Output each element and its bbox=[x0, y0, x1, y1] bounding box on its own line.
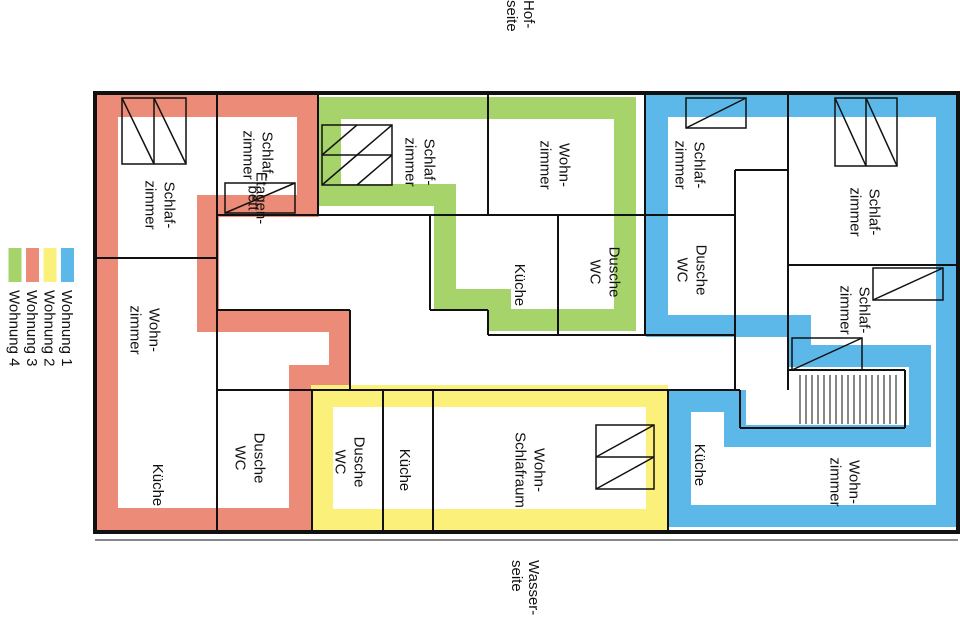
legend-swatch bbox=[43, 248, 57, 282]
staircase bbox=[799, 375, 897, 424]
room-label-line: zimmer bbox=[671, 140, 688, 189]
room-label: DuscheWC bbox=[673, 245, 709, 296]
room-label-line: Schlaf- bbox=[855, 287, 872, 334]
room-label: Küche bbox=[511, 264, 528, 307]
room-label-line: zimmer bbox=[536, 140, 553, 189]
room-label-line: Wohn- bbox=[845, 460, 862, 504]
room-label: Schlaf-zimmer bbox=[401, 137, 437, 186]
room-label: Schlaf-zimmer bbox=[141, 180, 177, 229]
room-label-line: WC bbox=[231, 446, 248, 471]
beds bbox=[121, 97, 944, 490]
label-line: seite bbox=[508, 560, 525, 592]
orientation-bottom: Wasser- seite bbox=[508, 560, 542, 619]
label-line: seite bbox=[503, 0, 520, 32]
room-label-line: Schlafraum bbox=[511, 432, 528, 508]
room-label: Wohn-zimmer bbox=[826, 457, 862, 506]
room-label-line: zimmer bbox=[826, 457, 843, 506]
room-label-line: WC bbox=[673, 258, 690, 283]
label-line: Wasser- bbox=[525, 560, 542, 615]
room-label-line: zimmer bbox=[126, 305, 143, 354]
room-label-line: zimmer bbox=[141, 180, 158, 229]
room-label: DuscheWC bbox=[331, 437, 367, 488]
room-label-line: Küche bbox=[511, 264, 528, 307]
room-label: Küche bbox=[396, 449, 413, 492]
room-label-line: bett bbox=[245, 185, 262, 211]
room-label-line: Schlaf- bbox=[865, 189, 882, 236]
room-label: Wohn-Schlafraum bbox=[511, 432, 547, 508]
room-label-line: Wohn- bbox=[145, 308, 162, 352]
room-label: Schlaf-zimmer bbox=[239, 130, 275, 179]
room-label-line: Dusche bbox=[250, 433, 267, 484]
room-label-line: Schlaf- bbox=[420, 139, 437, 186]
band-wohnung-2 bbox=[311, 385, 668, 531]
room-label-line: zimmer bbox=[836, 285, 853, 334]
room-label-line: Dusche bbox=[350, 437, 367, 488]
room-label: Schlaf-zimmer bbox=[846, 187, 882, 236]
label-line: Hof- bbox=[520, 0, 537, 28]
room-label-line: Etagen- bbox=[253, 172, 270, 225]
room-label-line: WC bbox=[586, 260, 603, 285]
room-label: DuscheWC bbox=[231, 433, 267, 484]
room-label-line: WC bbox=[331, 450, 348, 475]
walls bbox=[93, 91, 960, 541]
room-label-line: Schlaf- bbox=[258, 132, 275, 179]
room-label: Küche bbox=[149, 464, 166, 507]
room-label-line: Dusche bbox=[692, 245, 709, 296]
room-label-line: Wohn- bbox=[530, 448, 547, 492]
room-label: Schlaf-zimmer bbox=[836, 285, 872, 334]
room-label-line: Küche bbox=[396, 449, 413, 492]
room-label-line: zimmer bbox=[846, 187, 863, 236]
legend-label: Wohnung 1 bbox=[58, 290, 75, 366]
room-label-line: Wohn- bbox=[555, 143, 572, 187]
legend-label: Wohnung 4 bbox=[6, 290, 23, 366]
room-label: Wohn-zimmer bbox=[536, 140, 572, 189]
room-labels: Schlaf-zimmerSchlaf-zimmerEtagen-bettWoh… bbox=[126, 130, 882, 508]
orientation-top: Hof- seite bbox=[503, 0, 537, 33]
band-wohnung-3 bbox=[96, 95, 351, 530]
band-wohnung-4 bbox=[319, 97, 636, 331]
legend-swatch bbox=[61, 248, 74, 282]
legend-label: Wohnung 2 bbox=[41, 290, 58, 366]
room-label: DuscheWC bbox=[586, 247, 622, 298]
room-label: Küche bbox=[691, 444, 708, 487]
room-label-line: Küche bbox=[149, 464, 166, 507]
room-label-line: Schlaf- bbox=[160, 182, 177, 229]
room-label: Schlaf-zimmer bbox=[671, 140, 707, 189]
room-label-line: Dusche bbox=[605, 247, 622, 298]
band-wohnung-1 bbox=[646, 95, 958, 527]
legend-label: Wohnung 3 bbox=[23, 290, 40, 366]
room-label-line: Schlaf- bbox=[690, 142, 707, 189]
legend-swatch bbox=[8, 248, 22, 282]
room-label: Etagen-bett bbox=[245, 172, 270, 225]
room-label-line: Küche bbox=[691, 444, 708, 487]
legend-swatch bbox=[26, 248, 39, 282]
room-label: Wohn-zimmer bbox=[126, 305, 162, 354]
unit-bands bbox=[96, 95, 958, 531]
room-label-line: zimmer bbox=[401, 137, 418, 186]
room-label-line: zimmer bbox=[239, 130, 256, 179]
